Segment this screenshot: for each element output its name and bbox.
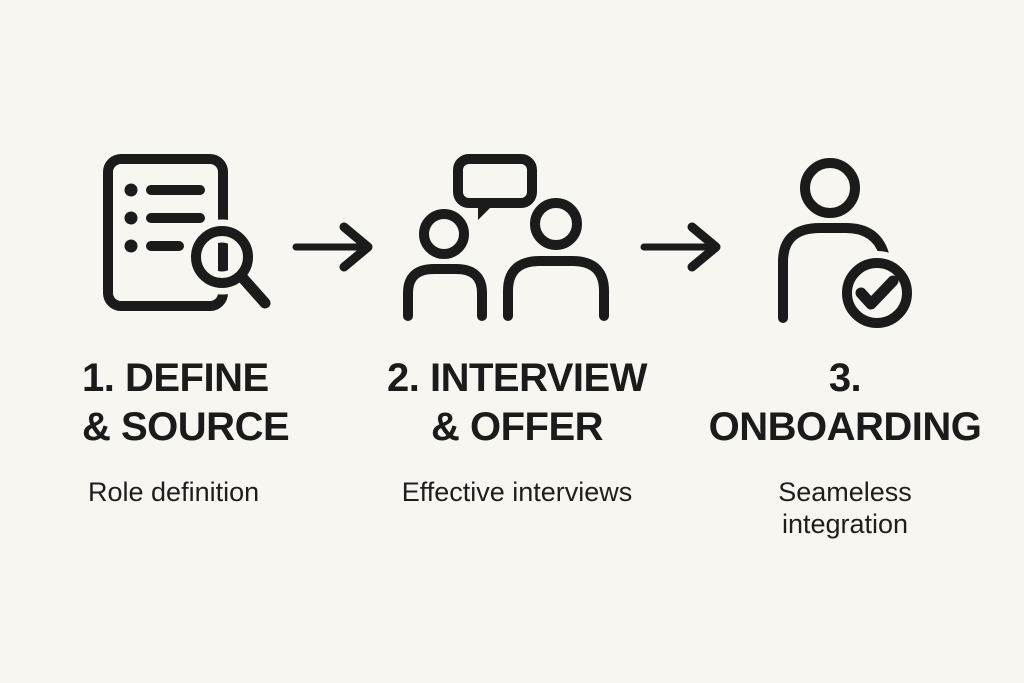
document-list-magnifier-icon (95, 145, 285, 320)
step-1-subtitle: Role definition (88, 477, 260, 507)
step-2-subtitle: Effective interviews (401, 477, 633, 507)
step-3-subtitle: Seameless integration (778, 477, 912, 539)
person-checkmark-icon (770, 150, 920, 335)
step-2-title: 2. INTERVIEW & OFFER (387, 356, 647, 449)
right-arrow-icon (290, 222, 375, 272)
step-1-title: 1. DEFINE & SOURCE (82, 356, 290, 449)
right-arrow-icon (638, 222, 723, 272)
step-3-title: 3. ONBOARDING (708, 356, 982, 449)
two-people-speech-bubble-icon (400, 150, 615, 322)
